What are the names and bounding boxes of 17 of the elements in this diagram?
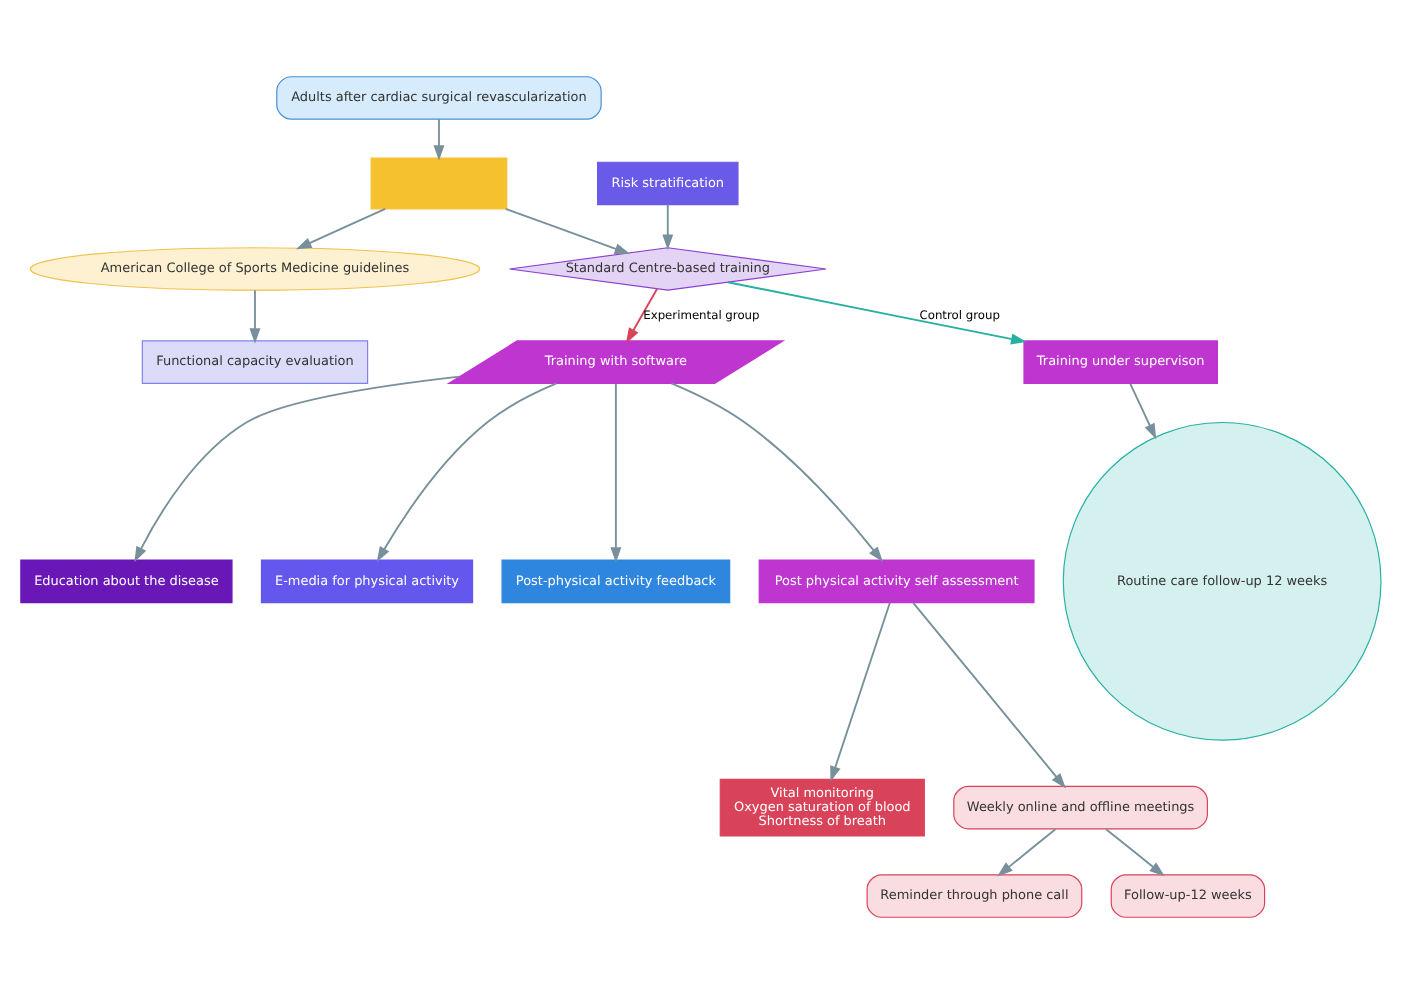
arrow <box>433 117 445 160</box>
arrow <box>912 600 1066 788</box>
arrow <box>134 374 461 562</box>
arrow <box>295 206 387 249</box>
arrow <box>249 288 261 343</box>
arrow <box>610 381 622 562</box>
arrow <box>1105 827 1165 876</box>
arrow <box>670 381 883 562</box>
arrow <box>1129 381 1157 439</box>
arrow <box>625 287 658 343</box>
arrow <box>376 381 558 562</box>
arrow <box>662 202 674 250</box>
arrow <box>997 827 1057 876</box>
node-box <box>370 156 508 209</box>
arrow <box>504 206 631 254</box>
arrow <box>726 280 1027 344</box>
arrow <box>830 600 891 781</box>
